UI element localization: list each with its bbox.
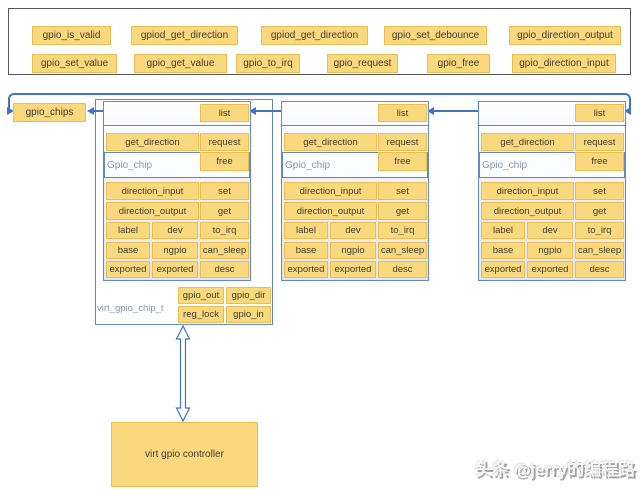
field-list: list xyxy=(378,104,427,122)
field-get: get xyxy=(200,202,249,220)
api-box-gpiod-get-direction-1: gpiod_get_direction xyxy=(131,26,238,45)
field-can-sleep: can_sleep xyxy=(378,242,427,259)
field-direction-input: direction_input xyxy=(481,182,574,200)
field-exported: exported xyxy=(152,261,198,278)
field-ngpio: ngpio xyxy=(527,242,573,259)
field-label: label xyxy=(106,222,150,239)
field-direction-input: direction_input xyxy=(284,182,377,200)
field-dev: dev xyxy=(527,222,573,239)
arrowhead-into-list3-icon xyxy=(624,107,631,115)
field-get-direction: get_direction xyxy=(481,133,574,151)
field-get: get xyxy=(575,202,624,220)
arrowhead-into-gpio-chips-icon xyxy=(7,107,14,115)
field-to-irq: to_irq xyxy=(200,222,249,239)
field-list: list xyxy=(200,104,249,122)
field-ngpio: ngpio xyxy=(330,242,376,259)
double-arrow-icon xyxy=(175,325,191,422)
field-label: label xyxy=(284,222,328,239)
field-direction-input: direction_input xyxy=(106,182,199,200)
virt-gpio-controller-box: virt gpio controller xyxy=(111,422,258,487)
field-base: base xyxy=(284,242,328,259)
field-gpio-in: gpio_in xyxy=(226,306,271,323)
field-reg-lock: reg_lock xyxy=(178,306,224,323)
field-request: request xyxy=(200,133,249,151)
gpio-chip-struct-1: list get_direction request Gpio_chip fre… xyxy=(103,101,251,281)
field-direction-output: direction_output xyxy=(284,202,377,220)
api-box-gpio-set-debounce: gpio_set_debounce xyxy=(384,26,487,45)
api-box-gpio-set-value: gpio_set_value xyxy=(32,54,117,73)
field-free: free xyxy=(200,152,249,171)
field-can-sleep: can_sleep xyxy=(200,242,249,259)
divider-line xyxy=(282,125,428,126)
field-base: base xyxy=(106,242,150,259)
gpio-api-panel: gpio_is_valid gpiod_get_direction gpiod_… xyxy=(8,8,631,75)
field-gpio-dir: gpio_dir xyxy=(226,287,271,304)
api-box-gpio-get-value: gpio_get_value xyxy=(134,54,227,73)
field-request: request xyxy=(575,133,624,151)
api-box-gpiod-get-direction-2: gpiod_get_direction xyxy=(261,26,368,45)
field-set: set xyxy=(575,182,624,200)
field-dev: dev xyxy=(152,222,198,239)
circular-list-wrap-line xyxy=(8,93,631,111)
field-list: list xyxy=(575,104,624,122)
field-gpio-out: gpio_out xyxy=(178,287,224,304)
gpio-chip-struct-label: Gpio_chip xyxy=(482,159,528,171)
field-desc: desc xyxy=(575,261,624,278)
field-exported: exported xyxy=(481,261,525,278)
field-ngpio: ngpio xyxy=(152,242,198,259)
field-get-direction: get_direction xyxy=(106,133,199,151)
arrow-left-to-list2-icon xyxy=(427,107,434,115)
watermark-text: 头条 @jerry的编程路 xyxy=(474,460,635,479)
field-free: free xyxy=(378,152,427,171)
gpio-chip-struct-2: list get_direction request Gpio_chip fre… xyxy=(281,101,429,281)
field-set: set xyxy=(378,182,427,200)
field-direction-output: direction_output xyxy=(106,202,199,220)
field-exported: exported xyxy=(284,261,328,278)
api-box-gpio-direction-output: gpio_direction_output xyxy=(509,26,621,45)
gpio-chip-struct-3: list get_direction request Gpio_chip fre… xyxy=(478,101,626,281)
api-box-gpio-to-irq: gpio_to_irq xyxy=(236,54,300,73)
gpio-chip-struct-label: Gpio_chip xyxy=(107,159,153,171)
field-base: base xyxy=(481,242,525,259)
field-get-direction: get_direction xyxy=(284,133,377,151)
arrow-left-to-list1-icon xyxy=(249,107,256,115)
api-box-gpio-request: gpio_request xyxy=(327,54,398,73)
field-exported: exported xyxy=(527,261,573,278)
divider-line xyxy=(104,125,250,126)
field-request: request xyxy=(378,133,427,151)
api-box-gpio-direction-input: gpio_direction_input xyxy=(512,54,616,73)
api-box-gpio-is-valid: gpio_is_valid xyxy=(32,26,111,45)
field-exported: exported xyxy=(330,261,376,278)
field-free: free xyxy=(575,152,624,171)
field-set: set xyxy=(200,182,249,200)
field-exported: exported xyxy=(106,261,150,278)
field-direction-output: direction_output xyxy=(481,202,574,220)
field-label: label xyxy=(481,222,525,239)
field-to-irq: to_irq xyxy=(378,222,427,239)
api-box-gpio-free: gpio_free xyxy=(427,54,490,73)
gpio-chips-head: gpio_chips xyxy=(13,103,86,122)
field-get: get xyxy=(378,202,427,220)
field-desc: desc xyxy=(378,261,427,278)
divider-line xyxy=(479,125,625,126)
virt-gpio-chip-t-label: virt_gpio_chip_t xyxy=(97,303,164,314)
arrow-left-to-gpio-chips-icon xyxy=(87,107,94,115)
gpio-chip-struct-label: Gpio_chip xyxy=(285,159,331,171)
field-dev: dev xyxy=(330,222,376,239)
field-to-irq: to_irq xyxy=(575,222,624,239)
field-desc: desc xyxy=(200,261,249,278)
field-can-sleep: can_sleep xyxy=(575,242,624,259)
